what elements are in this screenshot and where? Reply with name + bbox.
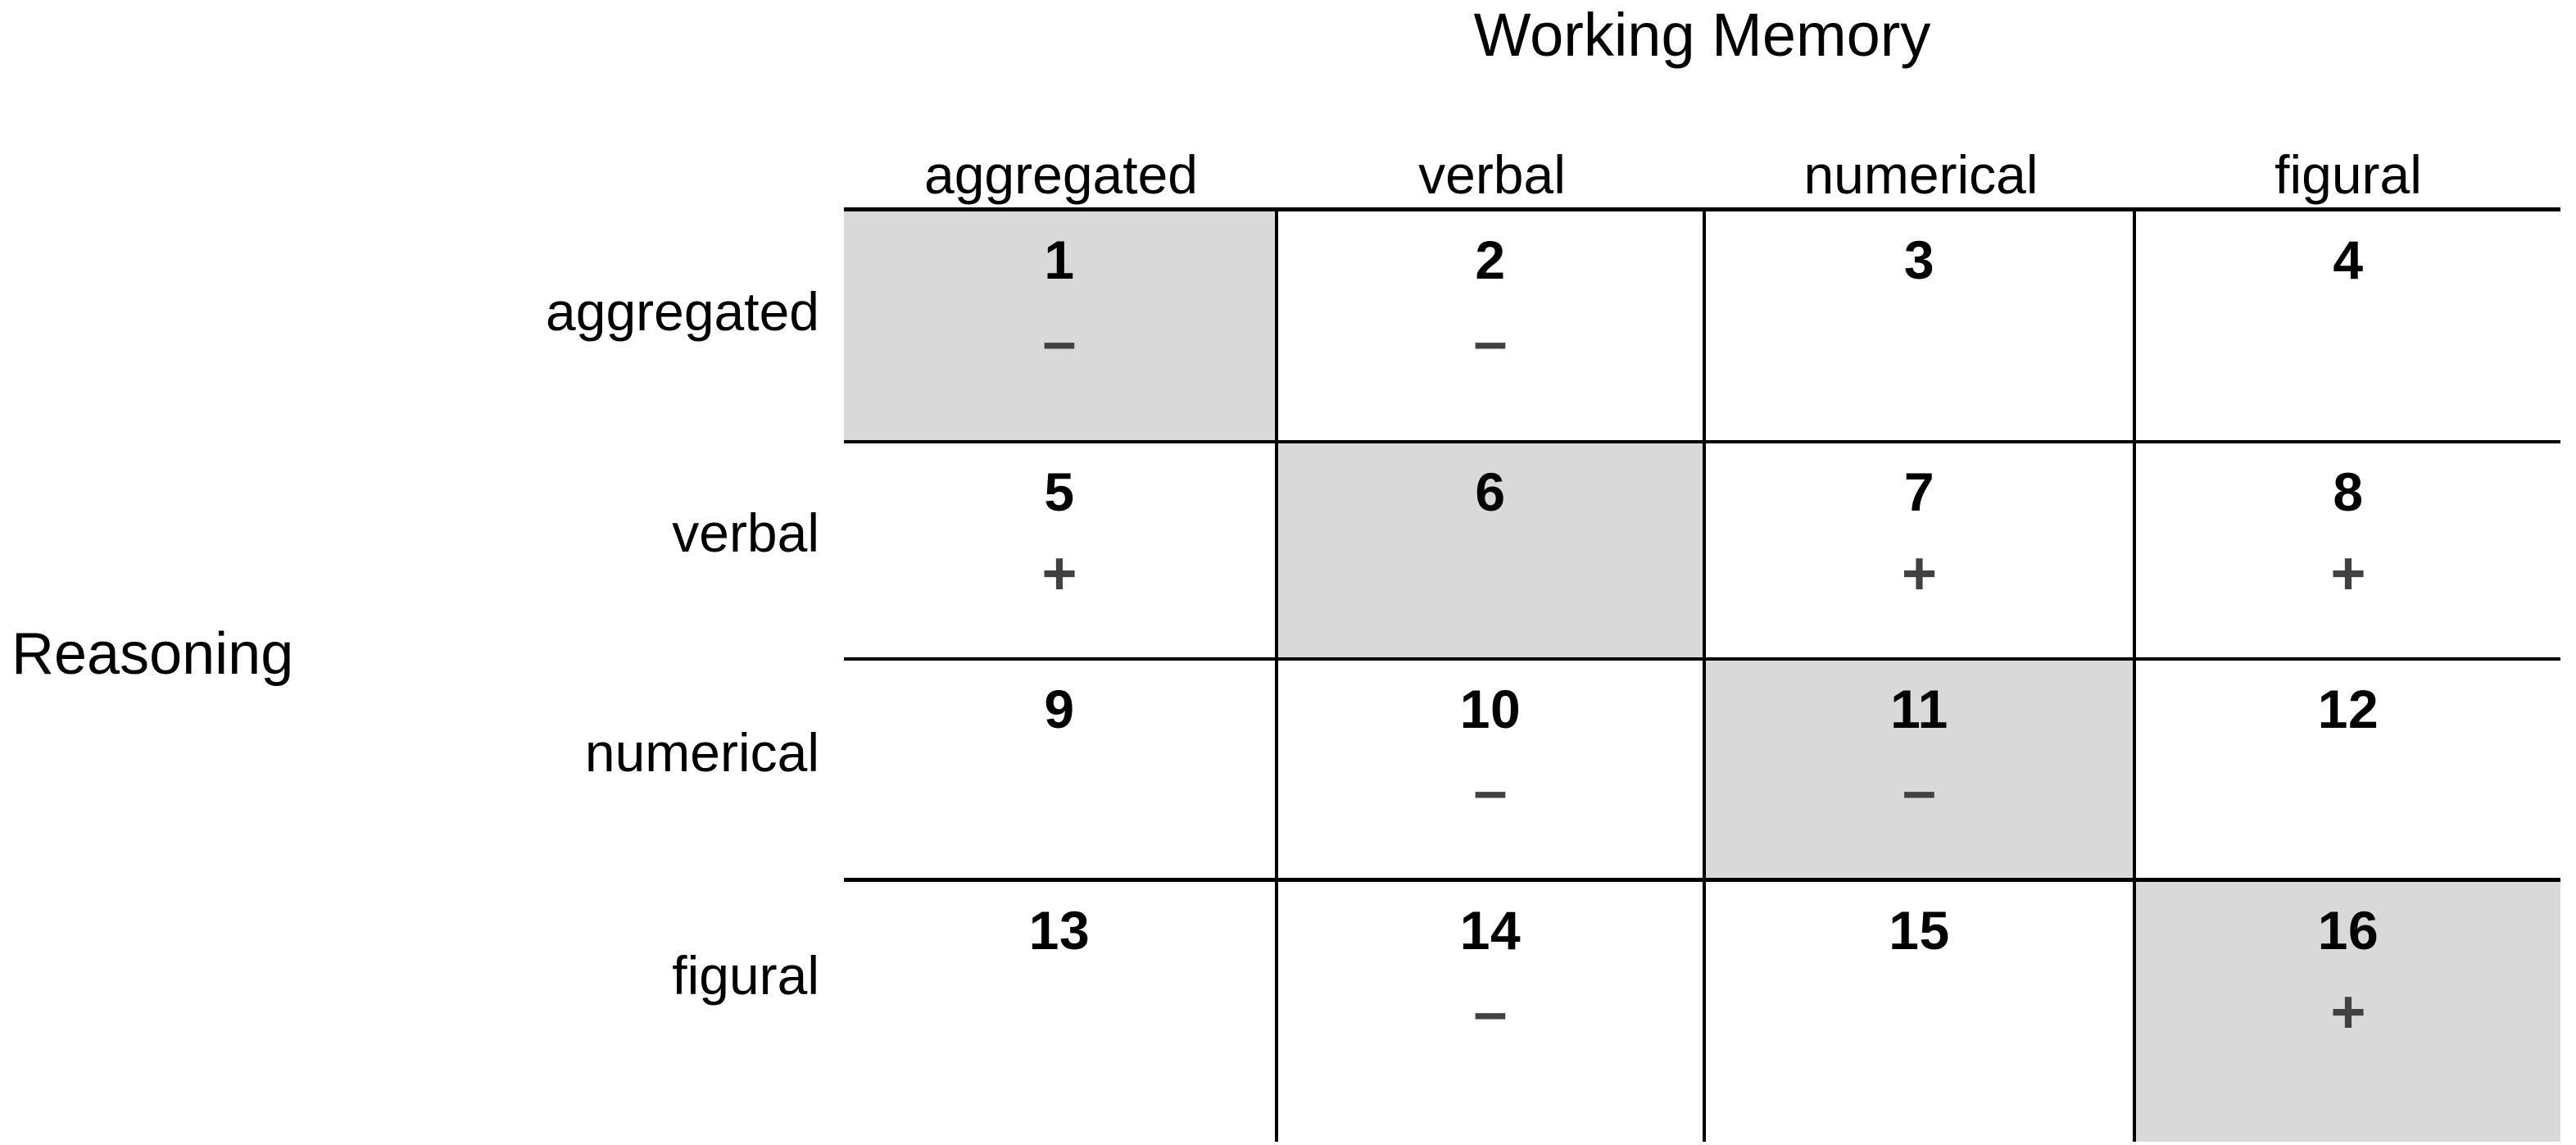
cell-sign-icon: +: [1041, 539, 1077, 607]
matrix-cell: 3: [1706, 211, 2136, 440]
cell-number: 9: [1044, 679, 1075, 739]
cell-sign-icon: +: [2330, 978, 2366, 1046]
cell-number: 3: [1903, 229, 1935, 290]
matrix-row: 5 + 6 7 + 8 +: [844, 443, 2560, 661]
row-group-title: Reasoning: [11, 621, 294, 687]
cell-number: 8: [2333, 461, 2364, 522]
matrix-cell: 11 –: [1706, 661, 2136, 878]
column-header-row: aggregated verbal numerical figural: [844, 123, 2560, 205]
matrix-cell: 2 –: [1278, 211, 1706, 440]
column-header-figural: figural: [2274, 144, 2422, 205]
matrix-cell: 12: [2136, 661, 2560, 878]
matrix-cell: 4: [2136, 211, 2560, 440]
matrix-row: 9 10 – 11 – 12: [844, 661, 2560, 882]
cell-number: 1: [1044, 229, 1075, 290]
matrix-cell: 8 +: [2136, 443, 2560, 657]
matrix-cell: 15: [1706, 882, 2136, 1142]
matrix-cell: 9: [844, 661, 1278, 878]
column-group-title: Working Memory: [1473, 1, 1931, 69]
row-header-column: aggregated verbal numerical figural: [246, 209, 819, 1141]
row-header-numerical: numerical: [584, 722, 819, 783]
cell-number: 2: [1475, 229, 1506, 290]
matrix-cell: 10 –: [1278, 661, 1706, 878]
row-header-verbal: verbal: [672, 502, 819, 563]
cell-number: 14: [1459, 900, 1522, 961]
cell-number: 7: [1903, 461, 1935, 522]
cell-number: 15: [1889, 900, 1950, 961]
cell-number: 13: [1028, 900, 1091, 961]
column-header-verbal: verbal: [1418, 144, 1566, 205]
cell-sign-icon: –: [1473, 757, 1508, 825]
cell-number: 6: [1475, 461, 1506, 522]
matrix-cell: 6: [1278, 443, 1706, 657]
matrix-cell: 1 –: [844, 211, 1278, 440]
cell-number: 16: [2317, 900, 2379, 961]
matrix-row: 1 – 2 – 3 4: [844, 211, 2560, 443]
matrix-cell: 13: [844, 882, 1278, 1142]
row-header-figural: figural: [672, 945, 819, 1006]
cell-sign-icon: –: [1473, 978, 1508, 1046]
matrix-cell: 16 +: [2136, 882, 2560, 1142]
matrix-cell: 14 –: [1278, 882, 1706, 1142]
cell-sign-icon: +: [2330, 539, 2366, 607]
cell-sign-icon: –: [1473, 307, 1508, 375]
matrix-row: 13 14 – 15 16 +: [844, 882, 2560, 1142]
cell-sign-icon: –: [1042, 307, 1077, 375]
cell-number: 10: [1459, 679, 1522, 739]
column-header-numerical: numerical: [1803, 144, 2039, 205]
cell-number: 5: [1044, 461, 1075, 522]
matrix-grid: 1 – 2 – 3 4 5 + 6: [844, 207, 2560, 1145]
column-header-aggregated: aggregated: [924, 144, 1198, 205]
cell-sign-icon: +: [1901, 539, 1938, 607]
cell-number: 4: [2333, 229, 2364, 290]
matrix-cell: 5 +: [844, 443, 1278, 657]
matrix-cell: 7 +: [1706, 443, 2136, 657]
cell-number: 12: [2317, 679, 2379, 739]
cell-sign-icon: –: [1902, 757, 1937, 825]
row-header-aggregated: aggregated: [546, 281, 819, 342]
cell-number: 11: [1890, 679, 1948, 739]
